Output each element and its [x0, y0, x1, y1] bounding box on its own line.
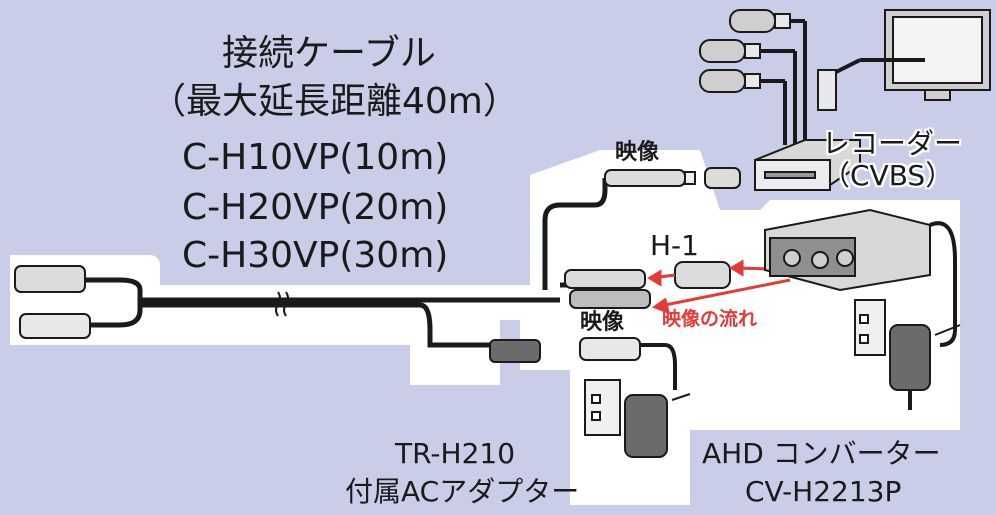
cable-break-mark [275, 291, 289, 317]
ac-adapter-mid [579, 337, 691, 458]
monitor [817, 9, 991, 111]
label-converter-model: CV-H2213P [745, 475, 902, 508]
camera-group [699, 9, 807, 145]
bnc-jacks [564, 269, 651, 309]
title-line1: 接続ケーブル [222, 33, 436, 74]
title-line3: C-H10VP(10m) [182, 137, 449, 178]
long-cable [80, 277, 560, 348]
cable-panel [10, 150, 960, 505]
label-recorder-sub: （CVBS） [822, 159, 954, 192]
label-h1: H-1 [650, 229, 699, 262]
converter-power-cord [929, 221, 957, 347]
label-video-top: 映像 [615, 140, 660, 165]
recorder-device [754, 139, 861, 191]
label-recorder: レコーダー [822, 127, 963, 160]
title-line4: C-H20VP(20m) [182, 187, 449, 228]
label-adapter-model: TR-H210 [395, 437, 516, 470]
label-converter-name: AHD コンバーター [702, 437, 941, 470]
label-video-flow: 映像の流れ [662, 308, 758, 330]
title-line2: （最大延長距離40m） [150, 81, 519, 122]
left-plugs [14, 265, 91, 339]
outlet-right [854, 299, 961, 410]
converter-device [764, 208, 931, 292]
label-adapter-name: 付属ACアダプター [345, 475, 580, 508]
video-plug-top [604, 167, 741, 189]
title-line5: C-H30VP(30m) [182, 235, 449, 276]
power-plug-mid [489, 339, 541, 363]
label-video-bottom: 映像 [580, 310, 625, 335]
h1-adapter [674, 261, 731, 289]
